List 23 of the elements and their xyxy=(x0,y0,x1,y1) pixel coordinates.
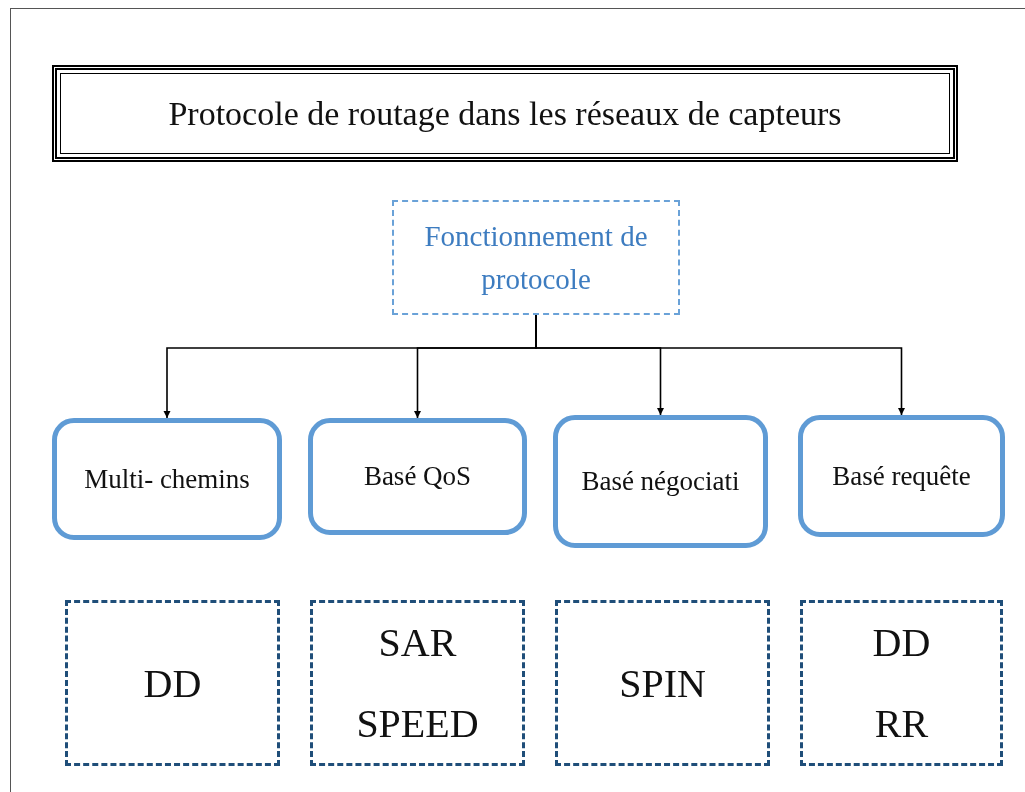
protocol-name: DD xyxy=(872,619,931,666)
dashed-box xyxy=(555,600,770,766)
box-text: Basé QoS xyxy=(363,460,472,494)
rounded-box xyxy=(553,415,768,548)
arrow xyxy=(535,314,905,416)
title-box xyxy=(52,65,958,162)
title-text: Protocole de routage dans les réseaux de capteurs xyxy=(168,94,842,133)
box-text: Multi- chemins xyxy=(84,462,250,496)
rounded-box xyxy=(52,418,282,540)
box-text: Basé négociati xyxy=(581,465,740,499)
protocol-name: DD xyxy=(143,659,202,707)
box-text: Basé requête xyxy=(832,459,971,493)
protocol-name: SPIN xyxy=(619,659,706,707)
rounded-box xyxy=(798,415,1005,537)
dashed-box xyxy=(65,600,280,766)
box-text: Fonctionnement de protocole xyxy=(423,219,649,297)
category-box xyxy=(392,200,680,315)
dashed-box xyxy=(310,600,525,766)
rounded-box xyxy=(308,418,527,535)
protocol-name: RR xyxy=(874,700,929,747)
dashed-box xyxy=(800,600,1003,766)
protocol-name: SPEED xyxy=(356,700,479,747)
protocol-name: SAR xyxy=(378,619,457,666)
